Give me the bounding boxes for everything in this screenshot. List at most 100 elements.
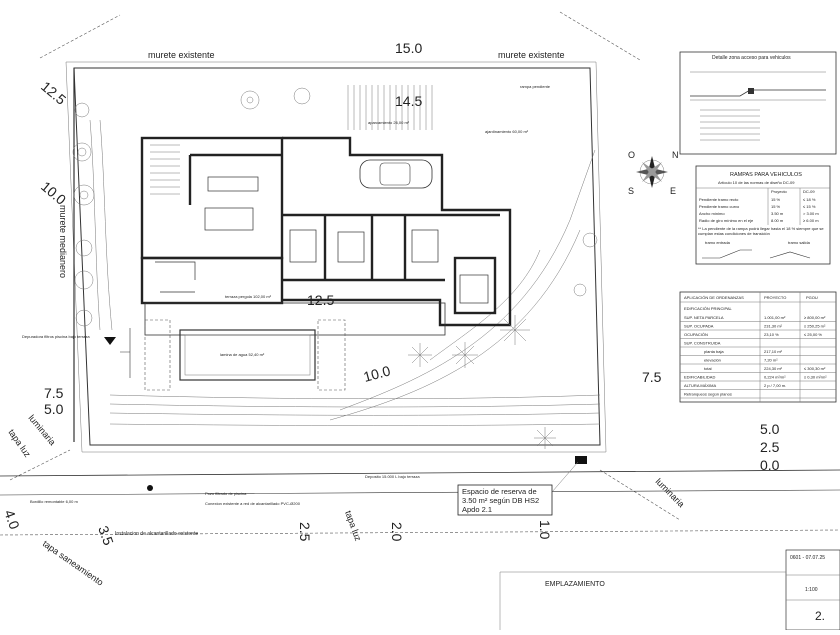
ramps-r3-c2: ≥ 6.00 m bbox=[803, 218, 819, 223]
contour-14-5: 14.5 bbox=[395, 93, 422, 109]
compass-n: N bbox=[672, 150, 679, 160]
contour-2-0: 2.0 bbox=[389, 522, 405, 542]
top-dimension: 15.0 bbox=[395, 40, 422, 56]
ramps-row: Pendiente tramo recto 15 % ≤ 18 % bbox=[699, 197, 816, 202]
murete-side-label: murete medianero bbox=[58, 205, 68, 278]
luminaria-left-label: luminaria bbox=[26, 413, 57, 447]
plot-labels: 15.0 murete existente murete existente m… bbox=[1, 40, 779, 588]
ordinance-cell: 217,10 m² bbox=[764, 349, 783, 354]
ordinance-cell: 231,30 m² bbox=[764, 324, 783, 329]
bordillo-label: Bordillo remontable 6,00 m bbox=[30, 499, 78, 504]
ramps-r0-c0: Pendiente tramo recto bbox=[699, 197, 739, 202]
ramps-r0-c2: ≤ 18 % bbox=[803, 197, 816, 202]
plan-date: 0601 - 07.07.25 bbox=[790, 555, 825, 561]
detail-title: Detalle zona acceso para vehiculos bbox=[712, 55, 791, 61]
ordinance-cell: 0,224 m²/m² bbox=[764, 375, 786, 380]
ordinance-cell: ALTURA MÁXIMA bbox=[684, 383, 716, 388]
ramps-r1-c0: Pendiente tramo curvo bbox=[699, 204, 740, 209]
plan-number: 2. bbox=[815, 609, 825, 623]
ramps-head-1: Proyecto bbox=[771, 189, 788, 194]
reserve-line-1: Espacio de reserva de bbox=[462, 487, 537, 496]
aparcamiento-label: aparcamiento 26,00 m² bbox=[368, 120, 410, 125]
road-edge bbox=[0, 456, 840, 536]
house-plan bbox=[140, 136, 512, 327]
tapa-luz-road-label: tapa luz bbox=[343, 509, 363, 543]
terrace-pool bbox=[104, 302, 446, 391]
contour-10-0-curve: 10.0 bbox=[362, 362, 393, 385]
contour-2-5-right: 2.5 bbox=[760, 439, 780, 455]
contour-2-5-road: 2.5 bbox=[297, 522, 313, 542]
ramps-r0-c1: 15 % bbox=[771, 197, 781, 202]
ordinance-cell: SUP. CONSTRUIDA bbox=[684, 341, 721, 346]
ramps-r2-c1: 3.50 m bbox=[771, 211, 784, 216]
compass-rose: N O E S bbox=[628, 150, 679, 196]
ordinance-cell: ≤ 250,25 m² bbox=[804, 324, 826, 329]
plan-scale: 1:100 bbox=[805, 587, 818, 593]
plot-boundary bbox=[9, 11, 681, 521]
ramps-r1-c2: ≤ 15 % bbox=[803, 204, 816, 209]
ramps-r2-c2: > 3.00 m bbox=[803, 211, 819, 216]
ordinance-cell: 7,20 m² bbox=[764, 358, 778, 363]
ramps-r3-c0: Radio de giro mínimo en el eje bbox=[699, 218, 754, 223]
lamina-label: lamina de agua 52,40 m² bbox=[220, 352, 265, 357]
luminaria-right-label: luminaria bbox=[654, 476, 687, 509]
terraza-label: terraza pergola 102,00 m² bbox=[225, 294, 272, 299]
ordinance-cell: EDIFICABILIDAD bbox=[684, 375, 715, 380]
ramps-r1-c1: 15 % bbox=[771, 204, 781, 209]
contour-10-0: 10.0 bbox=[38, 178, 69, 208]
ord-head-2: PGOU bbox=[806, 295, 818, 300]
instalacion-label: Instalacion de alcantarillado existente bbox=[115, 531, 198, 537]
title-block: EMPLAZAMIENTO 0601 - 07.07.25 1:100 2. bbox=[499, 549, 840, 631]
contour-7-5-right: 7.5 bbox=[642, 369, 662, 385]
contour-0-0-right: 0.0 bbox=[760, 457, 780, 473]
plan-name: EMPLAZAMIENTO bbox=[545, 581, 605, 588]
ramps-r2-c0: Ancho mínimo bbox=[699, 211, 725, 216]
ordinance-table: APLICACIÓN DE ORDENANZAS PROYECTO PGOU E… bbox=[679, 291, 837, 403]
deposito-label: Deposito 15.000 L bajo terraza bbox=[365, 474, 420, 479]
ramps-head-2: DC-09 bbox=[803, 189, 815, 194]
ajardinamiento-label: ajardinamiento 60,00 m² bbox=[485, 129, 529, 134]
ordinance-cell: ≤ 25,00 % bbox=[804, 332, 822, 337]
ordinance-cell: 2 p / 7,00 m. bbox=[764, 383, 786, 388]
pozo-label: Pozo filtrado de piscina bbox=[205, 491, 247, 496]
reserve-line-2: 3.50 m² según DB HS2 bbox=[462, 496, 539, 505]
ordinance-cell: elevación bbox=[704, 358, 721, 363]
ordinance-cell: total bbox=[704, 366, 712, 371]
ord-head-0: APLICACIÓN DE ORDENANZAS bbox=[684, 295, 744, 300]
contour-3-5: 3.5 bbox=[95, 524, 117, 548]
ramps-title: RAMPAS PARA VEHICULOS bbox=[730, 172, 802, 178]
ramps-r3-c1: 8.00 m bbox=[771, 218, 784, 223]
ramps-note: ** La pendiente de la rampa podrá llegar… bbox=[698, 226, 824, 236]
compass-o: O bbox=[628, 150, 635, 160]
murete-right-label: murete existente bbox=[498, 50, 565, 60]
ordinance-cell: ≥ 800,00 m² bbox=[804, 315, 826, 320]
ramps-sketch-right: tramo salida bbox=[788, 240, 811, 245]
compass-e: E bbox=[670, 186, 676, 196]
ordinance-cell: 23,10 % bbox=[764, 332, 779, 337]
depuradora-label: Depuradora filtros piscina bajo terraza bbox=[22, 334, 90, 339]
ordinance-cell: OCUPACIÓN bbox=[684, 332, 708, 337]
contour-5-0-left: 5.0 bbox=[44, 401, 64, 417]
contour-4-0: 4.0 bbox=[1, 508, 23, 532]
ordinance-cell: 224,30 m² bbox=[764, 366, 783, 371]
detail-box: Detalle zona acceso para vehiculos bbox=[679, 51, 837, 155]
ramps-row: Ancho mínimo 3.50 m > 3.00 m bbox=[699, 211, 819, 216]
contour-12-5-mid: 12.5 bbox=[307, 292, 334, 308]
driveway-hatch bbox=[347, 85, 433, 130]
ordinance-cell: planta baja bbox=[704, 349, 724, 354]
ramps-row: Radio de giro mínimo en el eje 8.00 m ≥ … bbox=[699, 218, 819, 223]
contour-7-5-left: 7.5 bbox=[44, 385, 64, 401]
compass-s: S bbox=[628, 186, 634, 196]
ramps-sketch-left: tramo entrada bbox=[705, 240, 731, 245]
conexion-label: Conexion existente a red de alcantarilla… bbox=[205, 501, 301, 506]
contour-5-0-right: 5.0 bbox=[760, 421, 780, 437]
murete-left-label: murete existente bbox=[148, 50, 215, 60]
ord-section: EDIFICACIÓN PRINCIPAL bbox=[684, 306, 732, 311]
reserve-space-callout: Espacio de reserva de 3.50 m² según DB H… bbox=[457, 461, 579, 516]
contour-1-0: 1.0 bbox=[537, 520, 553, 540]
contour-12-5-top: 12.5 bbox=[38, 78, 69, 108]
ordinance-cell: ≤ 0,30 m²/m² bbox=[804, 375, 827, 380]
